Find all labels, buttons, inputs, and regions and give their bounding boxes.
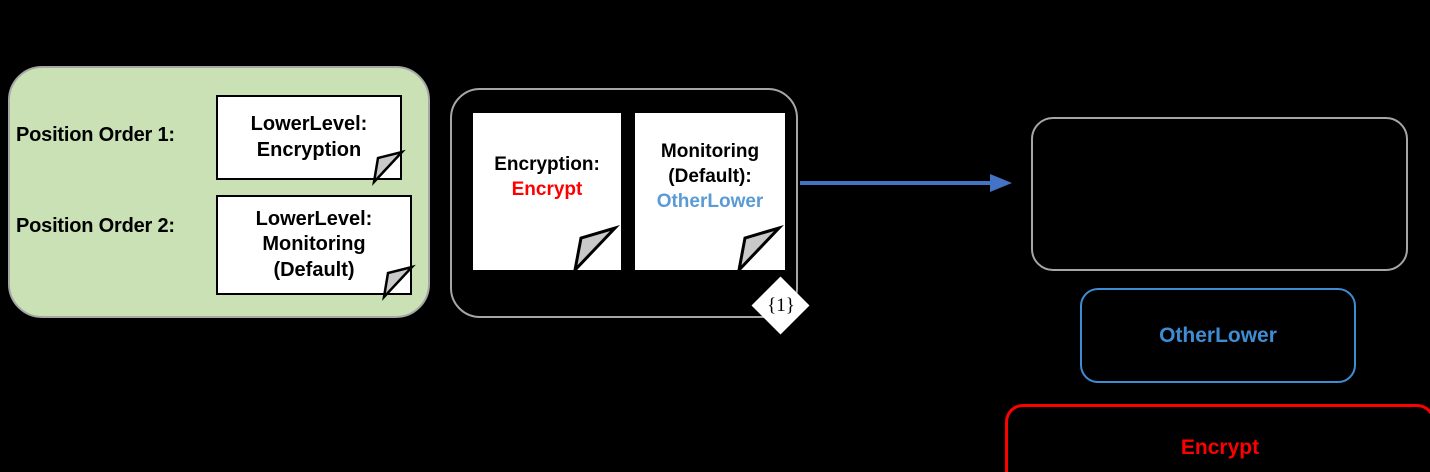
otherlower-box-label: OtherLower: [1159, 323, 1277, 347]
document-card-encryption: Encryption: Encrypt: [473, 113, 621, 272]
sticky-note-2-line-3: (Default): [273, 258, 355, 281]
document-2-title: Monitoring: [660, 141, 760, 163]
document-1-text: Encryption: Encrypt: [490, 153, 604, 202]
position-order-2-label: Position Order 2:: [16, 215, 175, 237]
page-fold-icon: [368, 146, 406, 186]
document-2-value: OtherLower: [656, 190, 764, 212]
document-card-monitoring: Monitoring (Default): OtherLower: [635, 113, 785, 272]
document-1-title: Encryption:: [494, 153, 600, 175]
otherlower-box[interactable]: OtherLower: [1080, 288, 1356, 383]
sticky-note-lowerlevel-encryption: LowerLevel: Encryption: [216, 95, 406, 186]
sticky-note-1-line-1: LowerLevel:: [250, 112, 368, 135]
sticky-note-2-text: LowerLevel: Monitoring (Default): [250, 207, 379, 284]
document-2-subtitle: (Default):: [668, 166, 752, 188]
empty-box[interactable]: [1031, 117, 1408, 271]
multiplicity-label: {1}: [767, 295, 795, 316]
sticky-note-2-line-2: Monitoring: [262, 233, 366, 256]
page-fold-icon: [733, 220, 785, 272]
sticky-note-2-line-1: LowerLevel:: [255, 207, 373, 230]
multiplicity-diamond: {1}: [751, 276, 810, 335]
encrypt-box[interactable]: Encrypt: [1005, 404, 1430, 472]
sticky-note-lowerlevel-monitoring: LowerLevel: Monitoring (Default): [216, 195, 416, 301]
sticky-note-1-text: LowerLevel: Encryption: [245, 112, 374, 163]
document-1-value: Encrypt: [511, 178, 583, 200]
flow-arrow: [800, 170, 1012, 196]
sticky-note-1-line-2: Encryption: [256, 138, 362, 161]
position-order-1-label: Position Order 1:: [16, 124, 175, 146]
page-fold-icon: [569, 220, 621, 272]
document-2-text: Monitoring (Default): OtherLower: [653, 140, 768, 214]
encrypt-box-label: Encrypt: [1180, 436, 1260, 459]
page-fold-icon: [378, 261, 416, 301]
